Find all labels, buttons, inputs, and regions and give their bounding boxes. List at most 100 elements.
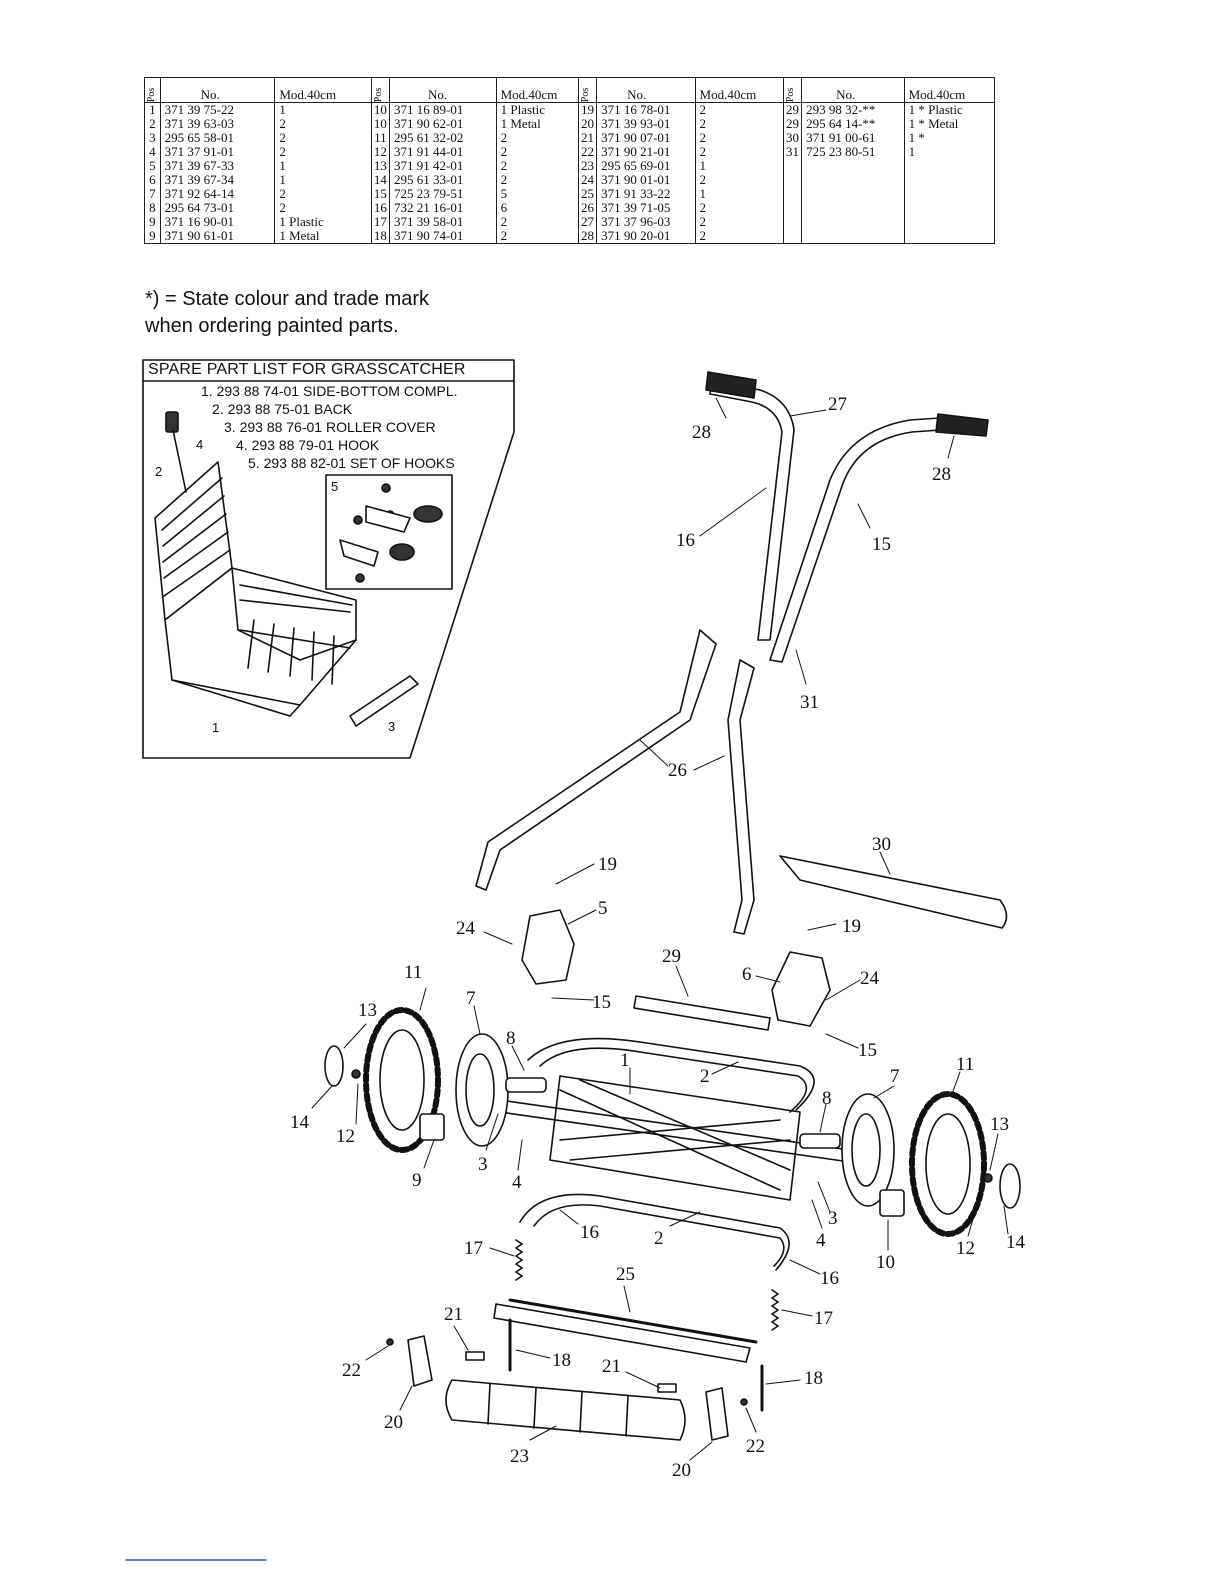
cell-part-no: 371 91 42-01 (389, 159, 497, 173)
header-pos: Pos (782, 77, 803, 103)
cell-pos: 11 (370, 131, 391, 145)
cell-part-no: 725 23 80-51 (801, 145, 905, 159)
cell-part-no: 725 23 79-51 (389, 187, 497, 201)
callout: 26 (668, 760, 687, 781)
callout: 17 (814, 1308, 833, 1329)
cell-pos: 15 (370, 187, 391, 201)
callout: 24 (860, 968, 880, 989)
callout: 7 (890, 1066, 900, 1087)
cell-pos (782, 159, 803, 173)
cell-quantity (903, 201, 996, 215)
callout: 16 (580, 1222, 599, 1243)
leader-lines (311, 397, 1009, 1461)
grasscatcher-item-3: 3. 293 88 76-01 ROLLER COVER (224, 419, 436, 435)
cell-part-no: 293 98 32-** (801, 102, 905, 117)
callout: 12 (956, 1238, 975, 1259)
callout: 12 (336, 1126, 355, 1147)
cell-part-no: 371 16 89-01 (389, 102, 497, 117)
cell-quantity: 1 Plastic (495, 102, 579, 117)
callout: 16 (820, 1268, 839, 1289)
cell-part-no: 371 16 90-01 (159, 215, 276, 229)
cell-pos: 28 (577, 229, 598, 244)
callout: 31 (800, 692, 819, 713)
gc-callout: 2 (155, 464, 162, 479)
callout: 1 (620, 1050, 630, 1071)
cell-part-no: 295 65 69-01 (596, 159, 696, 173)
cell-pos: 17 (370, 215, 391, 229)
cell-pos: 27 (577, 215, 598, 229)
cell-pos: 19 (577, 102, 598, 117)
callout: 17 (464, 1238, 483, 1259)
side-plates (521, 909, 831, 1031)
callout: 18 (552, 1350, 571, 1371)
cell-part-no: 371 39 71-05 (596, 201, 696, 215)
note-line-2: when ordering painted parts. (145, 315, 399, 337)
cell-part-no: 371 39 93-01 (596, 117, 696, 131)
callout: 21 (602, 1356, 621, 1377)
callout: 19 (842, 916, 861, 937)
callout: 14 (290, 1112, 310, 1133)
cell-part-no: 295 65 58-01 (159, 131, 276, 145)
cell-part-no: 295 64 14-** (801, 117, 905, 131)
cell-part-no: 371 91 33-22 (596, 187, 696, 201)
callout: 28 (932, 464, 951, 485)
callout: 4 (512, 1172, 522, 1193)
cell-part-no: 371 91 44-01 (389, 145, 497, 159)
cell-pos: 16 (370, 201, 391, 215)
parts-table: Pos No. Mod.40cm Pos No. Mod.40cm Pos No… (144, 77, 996, 244)
cell-part-no: 371 90 61-01 (159, 229, 276, 244)
cell-pos: 25 (577, 187, 598, 201)
callout: 15 (872, 534, 891, 555)
callout: 5 (598, 898, 608, 919)
callout: 22 (342, 1360, 361, 1381)
callout: 29 (662, 946, 681, 967)
cell-part-no: 371 39 63-03 (159, 117, 276, 131)
header-no: No. (596, 77, 696, 103)
cell-pos (782, 187, 803, 201)
callout: 8 (822, 1088, 832, 1109)
header-no: No. (801, 77, 905, 103)
note-line-1: *) = State colour and trade mark (145, 288, 430, 310)
cell-part-no: 371 37 91-01 (159, 145, 276, 159)
cell-quantity (903, 215, 996, 229)
callout: 24 (456, 918, 476, 939)
frame-bars (519, 1037, 815, 1271)
cell-pos: 23 (577, 159, 598, 173)
cell-pos: 13 (370, 159, 391, 173)
cell-pos (782, 173, 803, 187)
cell-pos: 12 (370, 145, 391, 159)
callout: 4 (816, 1230, 826, 1251)
header-mod: Mod.40cm (694, 77, 784, 103)
table-header-row: Pos No. Mod.40cm Pos No. Mod.40cm Pos No… (144, 77, 996, 103)
callout: 28 (692, 422, 711, 443)
header-no: No. (389, 77, 497, 103)
cell-pos: 22 (577, 145, 598, 159)
cell-quantity (903, 159, 996, 173)
cell-quantity: 1 * (903, 131, 996, 145)
cell-part-no: 371 39 58-01 (389, 215, 497, 229)
cell-part-no: 371 90 21-01 (596, 145, 696, 159)
cell-part-no: 295 61 33-01 (389, 173, 497, 187)
cell-quantity: 1 (903, 145, 996, 159)
cell-pos (782, 201, 803, 215)
header-mod: Mod.40cm (274, 77, 372, 103)
cell-part-no: 371 90 20-01 (596, 229, 696, 244)
cell-part-no: 371 90 01-01 (596, 173, 696, 187)
grasscatcher-list-title: SPARE PART LIST FOR GRASSCATCHER (148, 361, 466, 378)
cell-part-no: 371 90 07-01 (596, 131, 696, 145)
cell-part-no: 371 92 64-14 (159, 187, 276, 201)
gc-callout: 1 (212, 720, 219, 735)
cell-part-no: 371 90 62-01 (389, 117, 497, 131)
callout: 10 (876, 1252, 895, 1273)
cell-quantity: 1 Metal (495, 117, 579, 131)
callout: 16 (676, 530, 695, 551)
cell-pos (782, 215, 803, 229)
callout: 15 (592, 992, 611, 1013)
callout: 30 (872, 834, 891, 855)
cell-pos: 21 (577, 131, 598, 145)
cell-part-no: 371 37 96-03 (596, 215, 696, 229)
